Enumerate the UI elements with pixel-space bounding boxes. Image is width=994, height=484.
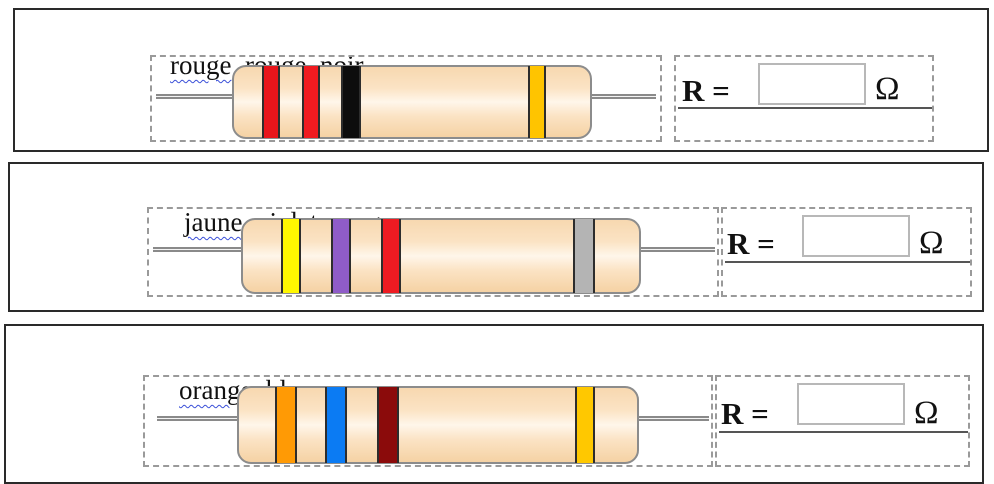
resistor-lead-left (153, 247, 245, 252)
resistor-band-2 (325, 387, 347, 463)
answer-underline (725, 261, 970, 263)
resistor-panel-1: rouge rouge noir R = Ω (13, 8, 989, 152)
resistor-image-frame (147, 207, 719, 297)
answer-frame: R = Ω (721, 207, 972, 297)
answer-frame: R = Ω (674, 55, 934, 142)
resistor-band-tolerance (573, 219, 595, 293)
resistor-panel-3: orange bleu marron R = Ω (4, 324, 984, 484)
resistor-lead-right (635, 416, 709, 421)
resistor-body (237, 386, 639, 464)
resistor-panel-2: jaune violet rouge R = Ω (8, 162, 984, 312)
resistance-input[interactable] (802, 215, 910, 257)
resistor-image-frame (150, 55, 662, 142)
resistance-label: R = (727, 226, 775, 261)
resistor-band-1 (281, 219, 301, 293)
resistor-band-tolerance (575, 387, 595, 463)
resistor-band-3 (381, 219, 401, 293)
answer-underline (678, 107, 932, 109)
resistor-band-2 (331, 219, 351, 293)
resistance-label: R = (682, 73, 730, 108)
resistance-label: R = (721, 396, 769, 431)
resistor-lead-right (637, 247, 715, 252)
resistor-lead-left (157, 416, 241, 421)
resistor-band-3 (341, 66, 361, 138)
resistor-body (232, 65, 592, 139)
resistance-input[interactable] (797, 383, 905, 425)
resistor-band-1 (275, 387, 297, 463)
resistor-band-2 (302, 66, 320, 138)
band-color-name: jaune (184, 207, 243, 237)
resistor-lead-right (590, 94, 656, 99)
resistor-band-3 (377, 387, 399, 463)
resistor-band-1 (262, 66, 280, 138)
resistor-band-tolerance (528, 66, 546, 138)
answer-frame: R = Ω (715, 375, 970, 467)
resistance-input[interactable] (758, 63, 866, 105)
resistor-image-frame (143, 375, 713, 467)
ohm-unit: Ω (914, 395, 939, 431)
resistor-lead-left (156, 94, 236, 99)
ohm-unit: Ω (875, 71, 900, 107)
resistor-body (241, 218, 641, 294)
ohm-unit: Ω (919, 225, 944, 261)
answer-underline (719, 431, 968, 433)
